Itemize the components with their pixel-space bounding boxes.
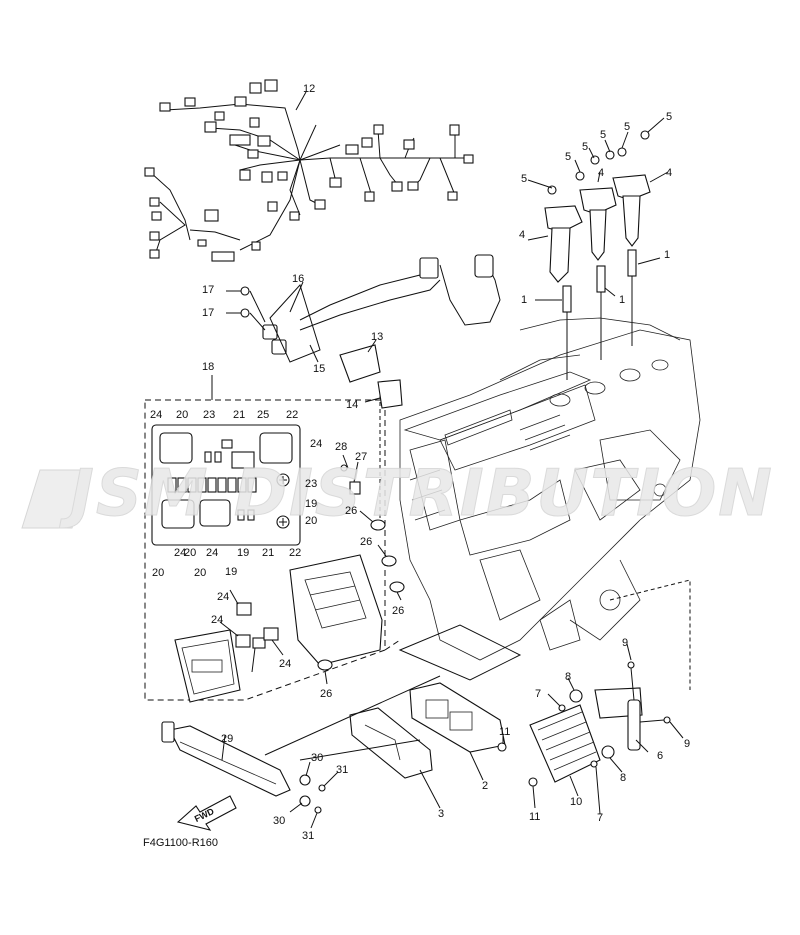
callout-5: 5 (582, 141, 588, 153)
ecu-bracket-2[interactable] (409, 682, 506, 753)
callout-17: 17 (202, 284, 214, 296)
ecu-assembly-region (144, 399, 401, 701)
callout-26: 26 (392, 605, 404, 617)
callout-20: 20 (184, 547, 196, 559)
callout-16: 16 (292, 273, 304, 285)
callout-29: 29 (221, 733, 233, 745)
callout-27: 27 (355, 451, 367, 463)
callout-11: 11 (499, 726, 510, 738)
callout-10: 10 (570, 796, 582, 808)
callout-24: 24 (310, 438, 322, 450)
sensor-lead-group[interactable] (226, 254, 501, 409)
callout-4: 4 (519, 229, 525, 241)
ignition-coil-group[interactable] (544, 130, 651, 283)
ecu-unit[interactable] (289, 554, 383, 666)
callout-4: 4 (666, 167, 672, 179)
assembly-lines (264, 395, 691, 761)
rectifier-regulator[interactable] (497, 704, 601, 787)
callout-13: 13 (371, 331, 383, 343)
drawing-code: F4G1100-R160 (143, 837, 218, 849)
watermark-text: JSM DISTRIBUTION (59, 457, 774, 531)
callout-1: 1 (664, 249, 670, 261)
callout-26: 26 (320, 688, 332, 700)
callout-1: 1 (521, 294, 527, 306)
callout-5: 5 (600, 129, 606, 141)
callout-23: 23 (203, 409, 215, 421)
callout-2: 2 (482, 780, 488, 792)
callout-5: 5 (624, 121, 630, 133)
fuel-filter-group[interactable] (558, 661, 671, 768)
callout-31: 31 (336, 764, 348, 776)
callout-14: 14 (346, 399, 358, 411)
callout-20: 20 (305, 515, 317, 527)
callout-31: 31 (302, 830, 314, 842)
callout-7: 7 (597, 812, 603, 824)
callout-17: 17 (202, 307, 214, 319)
watermark: JSM DISTRIBUTION (21, 457, 774, 532)
callout-24: 24 (150, 409, 162, 421)
callout-5: 5 (521, 173, 527, 185)
callout-9: 9 (622, 637, 628, 649)
fuse-box[interactable] (151, 424, 301, 546)
callout-24: 24 (217, 591, 229, 603)
callout-5: 5 (666, 111, 672, 123)
leader-lines (211, 91, 684, 829)
callout-9: 9 (684, 738, 690, 750)
callout-24: 24 (206, 547, 218, 559)
washer-bolt-group[interactable] (299, 774, 326, 814)
callout-18: 18 (202, 361, 214, 373)
engine-block (399, 317, 701, 661)
callout-24: 24 (279, 658, 291, 670)
relay-group[interactable] (235, 602, 279, 649)
callout-11: 11 (529, 811, 540, 823)
callout-24: 24 (174, 547, 186, 559)
grommet-group[interactable] (317, 464, 405, 671)
callout-15: 15 (313, 363, 325, 375)
callout-8: 8 (620, 772, 626, 784)
callout-26: 26 (360, 536, 372, 548)
callout-23: 23 (305, 478, 317, 490)
callout-7: 7 (535, 688, 541, 700)
wire-harness[interactable] (144, 79, 474, 262)
callout-25: 25 (257, 409, 269, 421)
callout-30: 30 (273, 815, 285, 827)
bracket-29[interactable] (161, 721, 291, 797)
leader-lines-coils (527, 117, 669, 380)
ecu-cover-plate[interactable] (174, 629, 241, 703)
forward-direction-arrow: FWD (176, 795, 237, 831)
callout-3: 3 (438, 808, 444, 820)
callout-19: 19 (237, 547, 249, 559)
callout-6: 6 (657, 750, 663, 762)
callout-12: 12 (303, 83, 315, 95)
callout-26: 26 (345, 505, 357, 517)
callout-19: 19 (305, 498, 317, 510)
callout-30: 30 (311, 752, 323, 764)
callout-5: 5 (565, 151, 571, 163)
callout-28: 28 (335, 441, 347, 453)
callout-21: 21 (233, 409, 245, 421)
callout-20: 20 (194, 567, 206, 579)
callout-20: 20 (176, 409, 188, 421)
callout-8: 8 (565, 671, 571, 683)
callout-22: 22 (286, 409, 298, 421)
callout-22: 22 (289, 547, 301, 559)
callout-20: 20 (152, 567, 164, 579)
callout-4: 4 (598, 167, 604, 179)
ecu-cover-3[interactable] (349, 707, 433, 779)
callout-21: 21 (262, 547, 274, 559)
callout-24: 24 (211, 614, 223, 626)
callout-1: 1 (619, 294, 625, 306)
callout-19: 19 (225, 566, 237, 578)
